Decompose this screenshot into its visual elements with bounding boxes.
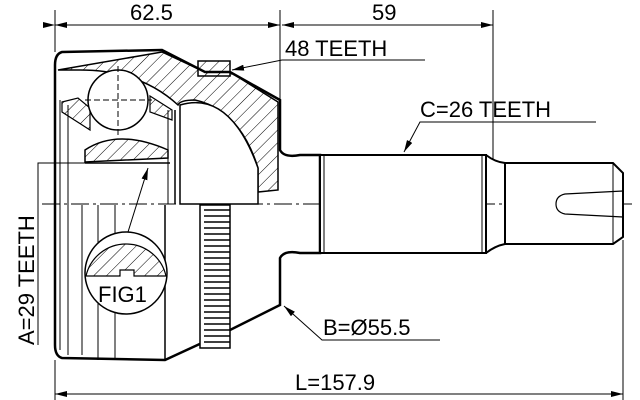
label-a-teeth: A=29 TEETH (14, 215, 39, 345)
label-48-teeth: 48 TEETH (285, 36, 387, 61)
outer-housing (53, 48, 322, 362)
abs-tone-ring (199, 204, 231, 349)
fig1-label: FIG1 (98, 282, 147, 307)
label-c-teeth: C=26 TEETH (420, 97, 551, 122)
dim-total-length: L=157.9 (295, 370, 375, 395)
label-b-diameter: B=Ø55.5 (323, 315, 410, 340)
dim-shaft-length: 59 (372, 0, 396, 25)
fig1-detail: FIG1 (84, 167, 168, 315)
dimension-lines (37, 10, 624, 400)
stub-shaft (319, 154, 624, 254)
dim-housing-length: 62.5 (130, 0, 173, 25)
